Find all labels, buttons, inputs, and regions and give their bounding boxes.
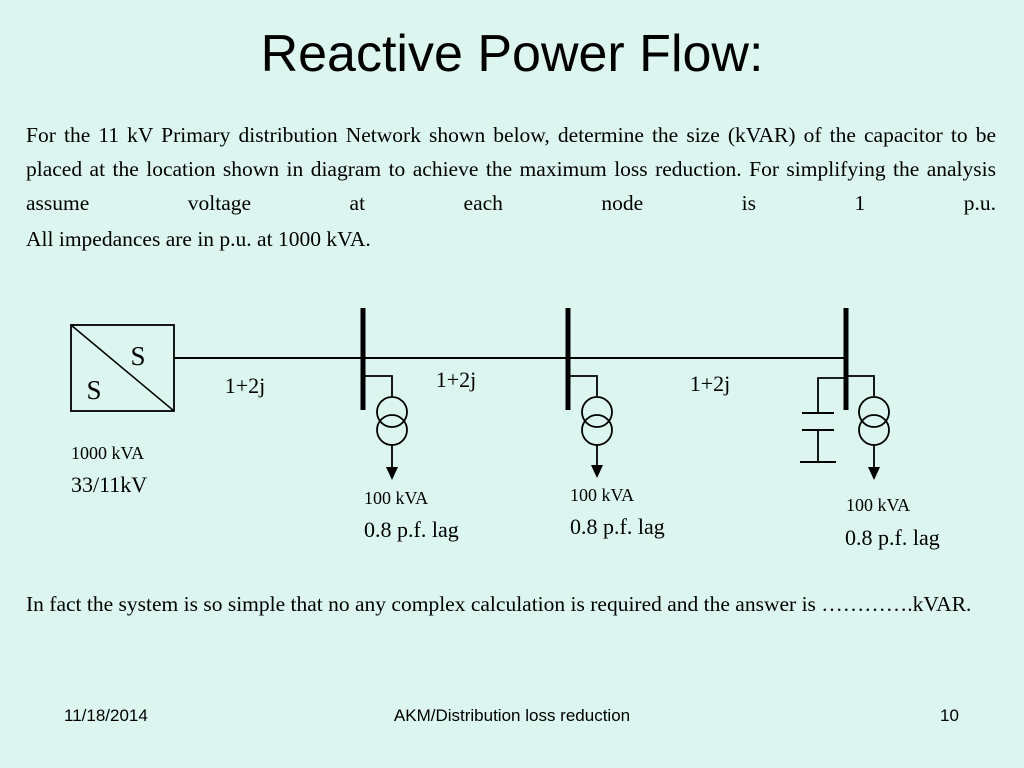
answer-statement: In fact the system is so simple that no … [26, 592, 972, 616]
line-2-impedance: 1+2j [436, 367, 477, 392]
load-2-pf: 0.8 p.f. lag [570, 514, 665, 539]
footer-date: 11/18/2014 [64, 706, 148, 725]
footer-center-text: AKM/Distribution loss reduction [393, 706, 631, 725]
source-transformer-symbol: S S [70, 324, 175, 412]
slide-title: Reactive Power Flow: [260, 25, 764, 83]
load-transformer-3 [848, 375, 890, 480]
source-symbol-top: S [130, 341, 145, 371]
load-2-rating: 100 kVA [570, 485, 634, 505]
load-3-rating: 100 kVA [846, 495, 910, 515]
load-1-rating: 100 kVA [364, 488, 428, 508]
impedance-note: All impedances are in p.u. at 1000 kVA. [26, 227, 371, 251]
source-voltage: 33/11kV [71, 472, 147, 497]
capacitor-symbol [800, 377, 844, 463]
load-3-pf: 0.8 p.f. lag [845, 525, 940, 550]
load-transformer-2 [570, 375, 613, 478]
problem-statement: For the 11 kV Primary distribution Netwo… [26, 123, 996, 215]
load-transformer-1 [365, 375, 408, 480]
load-1-pf: 0.8 p.f. lag [364, 517, 459, 542]
footer-page-number: 10 [940, 706, 959, 725]
line-1-impedance: 1+2j [225, 373, 266, 398]
source-rating: 1000 kVA [71, 443, 144, 463]
line-3-impedance: 1+2j [690, 371, 731, 396]
source-symbol-bottom: S [86, 375, 101, 405]
